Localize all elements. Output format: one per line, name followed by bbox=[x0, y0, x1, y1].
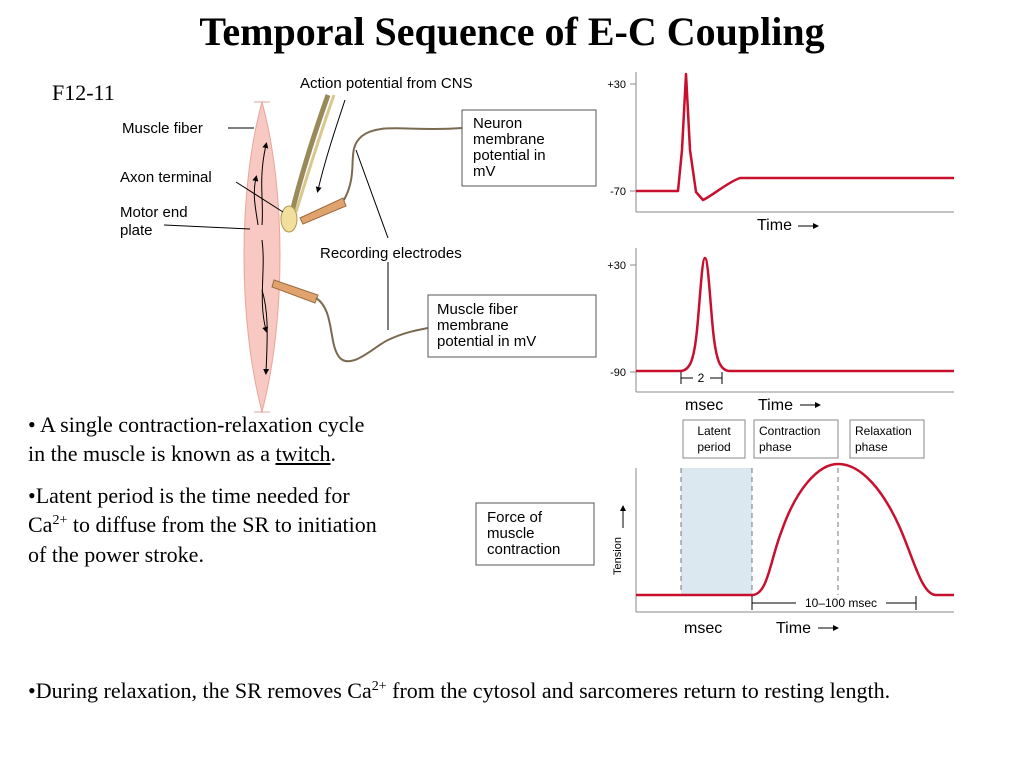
phase-box-relaxation bbox=[849, 419, 925, 459]
muscle-potential-box bbox=[427, 294, 597, 358]
action-potential-label: Action potential from CNS bbox=[300, 75, 473, 92]
graph2-tick-label-top: +30 bbox=[607, 260, 626, 272]
axon-terminal-label: Axon terminal bbox=[120, 169, 212, 186]
muscle-potential-graph: +30 -90 2 msec Time bbox=[607, 248, 954, 414]
axon-terminal-shape bbox=[280, 205, 298, 233]
graph2-x-label: Time bbox=[758, 397, 793, 414]
bullet-latent-period: •Latent period is the time needed for Ca… bbox=[28, 482, 377, 567]
graph1-tick-label-bottom: -70 bbox=[610, 186, 626, 198]
neuron-box-line-1: Neuron bbox=[473, 115, 522, 132]
neuron-box-line-3: potential in bbox=[473, 147, 546, 164]
force-box-line-1: Force of bbox=[487, 509, 543, 526]
bullet-relaxation-block: •During relaxation, the SR removes Ca2+ … bbox=[28, 676, 998, 705]
recording-electrodes-label: Recording electrodes bbox=[320, 245, 462, 262]
bullet-twitch: • A single contraction-relaxation cycle … bbox=[28, 412, 365, 467]
phase-latent-line-2: period bbox=[697, 440, 730, 454]
graph3-trace bbox=[636, 462, 954, 597]
neuron-box-line-4: mV bbox=[473, 163, 496, 180]
force-box-line-3: contraction bbox=[487, 541, 560, 558]
muscle-fiber-label: Muscle fiber bbox=[122, 120, 203, 137]
graph2-unit-label: msec bbox=[685, 397, 723, 414]
neuron-box-line-2: membrane bbox=[473, 131, 545, 148]
action-potential-arrow bbox=[315, 99, 346, 193]
phase-relaxation-line-1: Relaxation bbox=[855, 424, 912, 438]
neuron-electrode-wire bbox=[343, 127, 463, 201]
graph3-y-label: Tension bbox=[612, 537, 624, 575]
muscle-fiber-shape bbox=[243, 100, 281, 414]
graph1-x-label: Time bbox=[757, 217, 792, 234]
graph1-tick-label-top: +30 bbox=[607, 79, 626, 91]
axon bbox=[289, 94, 331, 213]
graph1-trace bbox=[636, 72, 954, 202]
neuron-electrode bbox=[299, 197, 347, 225]
force-box bbox=[475, 502, 595, 566]
twitch-graph: Latent period Contraction phase Relaxati… bbox=[612, 419, 954, 637]
muscle-box-line-2: membrane bbox=[437, 317, 509, 334]
motor-end-plate-label-1: Motor end bbox=[120, 204, 188, 221]
bullet-relaxation: •During relaxation, the SR removes Ca2+ … bbox=[28, 678, 891, 703]
bullet-list: • A single contraction-relaxation cycle … bbox=[28, 410, 380, 581]
phase-box-contraction bbox=[753, 419, 839, 459]
graph3-duration-label: 10–100 msec bbox=[805, 596, 877, 610]
muscle-box-line-3: potential in mV bbox=[437, 333, 536, 350]
axon-inner bbox=[294, 94, 336, 213]
motor-end-plate-label-2: plate bbox=[120, 222, 153, 239]
muscle-electrode bbox=[271, 279, 319, 304]
neuron-potential-box bbox=[461, 109, 597, 187]
phase-contraction-line-1: Contraction bbox=[759, 424, 820, 438]
label-leader-lines bbox=[163, 127, 389, 330]
graph2-trace bbox=[636, 256, 954, 373]
force-box-line-2: muscle bbox=[487, 525, 535, 542]
phase-box-latent bbox=[682, 419, 746, 459]
latent-period-shading bbox=[681, 468, 752, 595]
figure-id: F12-11 bbox=[52, 80, 115, 105]
slide-title: Temporal Sequence of E-C Coupling bbox=[199, 9, 825, 54]
phase-relaxation-line-2: phase bbox=[855, 440, 888, 454]
phase-contraction-line-2: phase bbox=[759, 440, 792, 454]
graph2-duration-label: 2 bbox=[698, 371, 705, 385]
fiber-propagation-arrows bbox=[252, 142, 270, 375]
graph2-tick-label-bottom: -90 bbox=[610, 367, 626, 379]
neuron-potential-graph: +30 -70 Time bbox=[607, 72, 954, 234]
muscle-electrode-wire bbox=[315, 297, 429, 363]
twitch-term: twitch bbox=[275, 441, 331, 467]
graph3-unit-label: msec bbox=[684, 620, 722, 637]
muscle-box-line-1: Muscle fiber bbox=[437, 301, 518, 318]
graph3-x-label: Time bbox=[776, 620, 811, 637]
phase-latent-line-1: Latent bbox=[697, 424, 731, 438]
